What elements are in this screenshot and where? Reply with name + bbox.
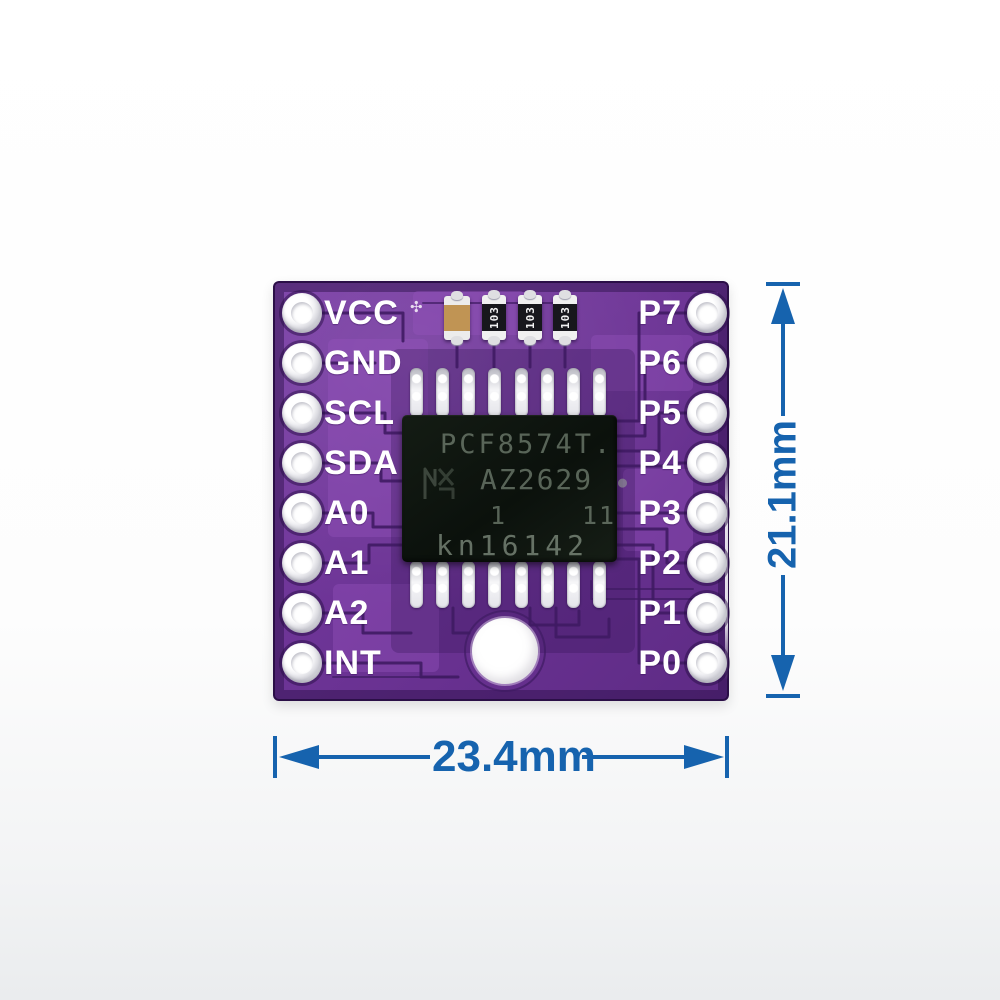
pin-label-p0: P0: [638, 644, 682, 682]
height-dim-line-lower: [781, 575, 785, 655]
pin-label-p1: P1: [638, 594, 682, 632]
smd-capacitor: [444, 296, 470, 340]
resistor-band: 103: [518, 304, 542, 331]
pin-hole-int: [282, 643, 322, 683]
width-dim-arrow-right-icon: [684, 745, 724, 769]
silkscreen-mark-icon: ✣: [410, 299, 423, 316]
chip-pin: [566, 368, 580, 417]
pin-label-p6: P6: [638, 344, 682, 382]
chip-pin: [488, 368, 502, 417]
chip-pin: [462, 561, 476, 608]
height-dim-cap-bottom: [766, 694, 800, 698]
smd-resistor: 103: [553, 295, 577, 340]
pin-label-p7: P7: [638, 294, 682, 332]
chip-pin: [436, 561, 450, 608]
resistor-code-label: 103: [523, 306, 537, 329]
width-dim-arrow-left-icon: [279, 745, 319, 769]
height-dim-label: 21.1mm: [760, 420, 805, 570]
chip-marking-dot: ●: [618, 473, 628, 491]
nxp-logo: [423, 467, 455, 499]
height-dim-cap-top: [766, 282, 800, 286]
pin-label-scl: SCL: [324, 394, 395, 432]
chip-marking-line2: AZ2629: [480, 463, 594, 496]
width-dim-label: 23.4mm: [432, 732, 596, 781]
resistor-band: 103: [482, 304, 506, 331]
pin-hole-p1: [687, 593, 727, 633]
width-dim-line-right: [582, 755, 684, 759]
height-dim-arrow-up-icon: [771, 288, 795, 324]
pcf8574t-chip: PCF8574T. AZ2629 ● 1 11 kn16142: [402, 415, 627, 562]
pin-label-int: INT: [324, 644, 382, 682]
pin-label-a0: A0: [324, 494, 370, 532]
pin-label-sda: SDA: [324, 444, 399, 482]
pin-label-a2: A2: [324, 594, 370, 632]
chip-pin: [514, 561, 528, 608]
pin-hole-a1: [282, 543, 322, 583]
width-dim-cap-left: [273, 736, 277, 778]
chip-pin: [540, 561, 554, 608]
chip-pins-bottom: [410, 561, 606, 608]
pin-hole-scl: [282, 393, 322, 433]
width-dim-cap-right: [725, 736, 729, 778]
resistor-code-label: 103: [487, 306, 501, 329]
pin-hole-p0: [687, 643, 727, 683]
pin-hole-p2: [687, 543, 727, 583]
chip-pin: [592, 368, 606, 417]
chip-pins-top: [410, 368, 606, 417]
chip-marking-line4: kn16142: [436, 529, 590, 562]
pin-hole-p7: [687, 293, 727, 333]
chip-marking-line3-left: 1: [490, 501, 506, 530]
pin-label-vcc: VCC: [324, 294, 399, 332]
chip-pin: [514, 368, 528, 417]
chip-pin: [462, 368, 476, 417]
chip-pin: [410, 368, 423, 417]
chip-marking-line1: PCF8574T.: [440, 429, 614, 460]
chip-pin: [540, 368, 554, 417]
width-dim-line-left: [318, 755, 430, 759]
resistor-code-label: 103: [558, 306, 572, 329]
chip-pin: [566, 561, 580, 608]
pin-hole-a2: [282, 593, 322, 633]
pin-label-p3: P3: [638, 494, 682, 532]
pin-label-a1: A1: [324, 544, 370, 582]
pin-label-gnd: GND: [324, 344, 403, 382]
pin-hole-p4: [687, 443, 727, 483]
chip-pin: [436, 368, 450, 417]
mounting-hole: [472, 618, 538, 684]
pin-hole-p3: [687, 493, 727, 533]
pin-hole-p5: [687, 393, 727, 433]
smd-resistor: 103: [482, 295, 506, 340]
pin-label-p2: P2: [638, 544, 682, 582]
pin-hole-a0: [282, 493, 322, 533]
silkscreen-dot: [640, 360, 646, 366]
pin-hole-sda: [282, 443, 322, 483]
pin-hole-vcc: [282, 293, 322, 333]
pin-label-p4: P4: [638, 444, 682, 482]
smd-resistor: 103: [518, 295, 542, 340]
resistor-band: 103: [553, 304, 577, 331]
pin-hole-gnd: [282, 343, 322, 383]
pin-label-p5: P5: [638, 394, 682, 432]
height-dim-arrow-down-icon: [771, 655, 795, 691]
chip-pin: [488, 561, 502, 608]
chip-pin: [592, 561, 606, 608]
pin-hole-p6: [687, 343, 727, 383]
height-dim-line-upper: [781, 322, 785, 416]
chip-marking-line3-right: 11: [582, 501, 617, 530]
chip-pin: [410, 561, 423, 608]
